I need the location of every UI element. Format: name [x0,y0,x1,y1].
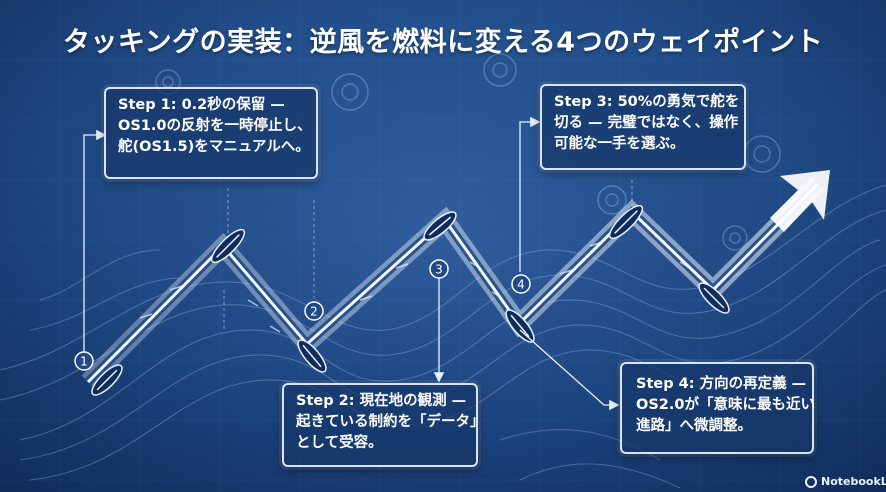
step-1-line-1: Step 1: 0.2秒の保留 — [118,97,285,113]
step-4-callout: Step 4: 方向の再定義 — OS2.0が「意味に最も近い 進路」へ微調整。 [620,362,815,454]
step-3-line-2: 切る — 完璧ではなく、操作 [554,115,739,131]
badge-label: NotebookLM [821,475,886,488]
notebooklm-badge: NotebookLM [805,474,886,489]
step-4-line-1: Step 4: 方向の再定義 — [636,376,807,392]
dashed-guides [223,180,633,330]
step-3-line-1: Step 3: 50%の勇気で舵を [554,94,740,110]
page-title: タッキングの実装：逆風を燃料に変える4つのウェイポイント [62,27,824,58]
step-4-line-3: 進路」へ微調整。 [636,418,752,434]
svg-text:2: 2 [310,305,318,319]
step-2-line-3: として受容。 [296,435,383,451]
step-2-line-1: Step 2: 現在地の観測 — [296,393,467,409]
step-2-line-2: 起きている制約を「データ」 [296,414,485,430]
arrow-icon [770,170,830,232]
step-2-callout: Step 2: 現在地の観測 — 起きている制約を「データ」 として受容。 [282,383,485,467]
step-marker-1: 1 [74,351,94,371]
step-marker-3: 3 [429,259,449,279]
step-3-line-3: 可能な一手を選ぶ。 [554,136,685,152]
step-3-callout: Step 3: 50%の勇気で舵を 切る — 完璧ではなく、操作 可能な一手を選… [540,84,746,170]
step-marker-2: 2 [304,301,324,321]
step-1-callout: Step 1: 0.2秒の保留 — OS1.0の反射を一時停止し、 舵(OS1.… [104,87,318,179]
step-marker-4: 4 [511,274,531,294]
step-1-line-2: OS1.0の反射を一時停止し、 [118,118,312,134]
leader-lines [83,116,620,411]
direction-ticks [139,235,691,333]
tacking-path [81,177,825,389]
sailboat-icon [91,204,730,396]
step-4-line-2: OS2.0が「意味に最も近い [636,397,815,413]
svg-text:3: 3 [435,263,443,277]
step-1-line-3: 舵(OS1.5)をマニュアルへ。 [118,139,310,155]
notebooklm-logo-icon [805,475,817,488]
svg-text:4: 4 [517,278,525,292]
svg-text:1: 1 [80,355,88,369]
